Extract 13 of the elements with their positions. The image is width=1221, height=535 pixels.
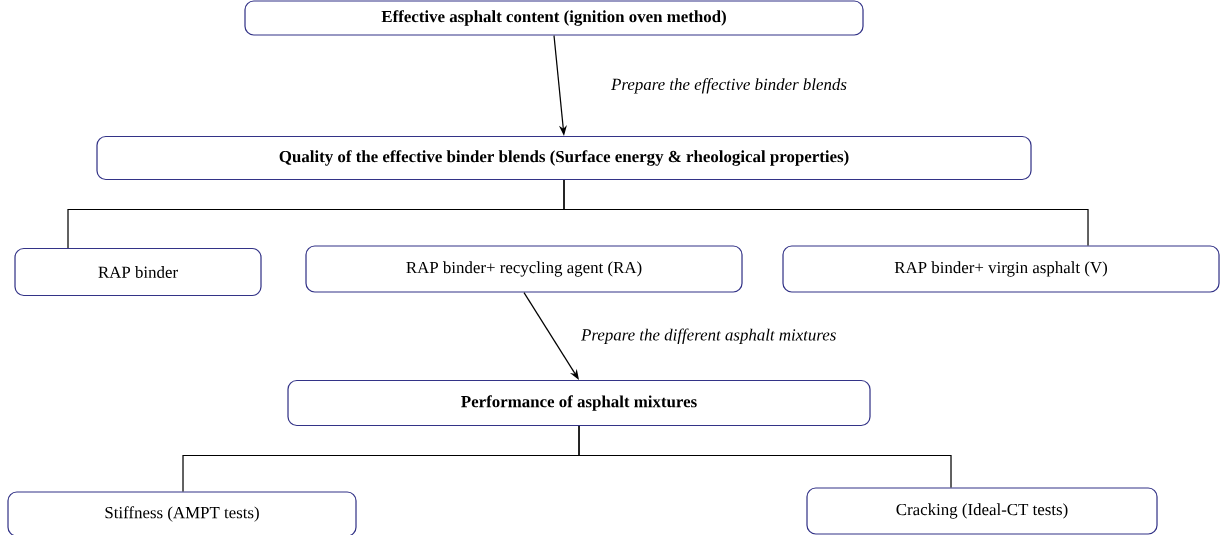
edge-label: Prepare the effective binder blends [609, 76, 849, 96]
connector-line [563, 179, 1089, 246]
connector-line [523, 292, 579, 380]
process-box: RAP binder+ recycling agent (RA) [305, 245, 743, 293]
process-box: Performance of asphalt mixtures [287, 379, 871, 427]
edge-label: Prepare the different asphalt mixtures [579, 326, 839, 346]
process-box: Quality of the effective binder blends (Surface energy & rheological properties) [96, 135, 1032, 181]
connector-line [578, 425, 952, 488]
process-box: Cracking (Ideal-CT tests) [806, 487, 1158, 535]
process-box: RAP binder+ virgin asphalt (V) [782, 245, 1220, 293]
process-box: RAP binder [14, 247, 262, 297]
process-box: Effective asphalt content (ignition oven method) [244, 0, 864, 36]
process-box: Stiffness (AMPT tests) [7, 491, 357, 535]
